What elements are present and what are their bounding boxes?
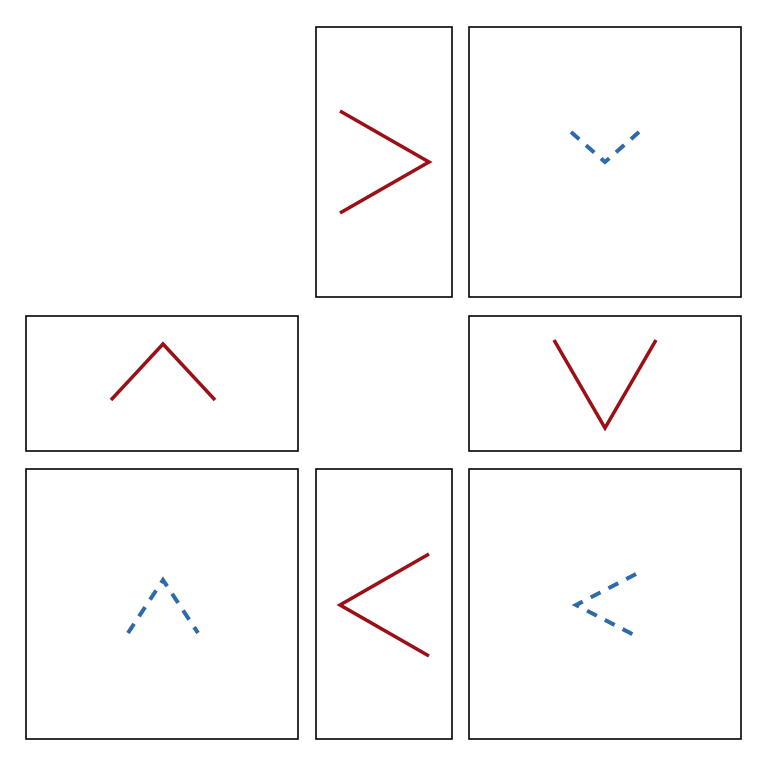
panel-middle-right xyxy=(468,315,742,452)
panel-frame xyxy=(315,468,453,740)
chevron-up-icon xyxy=(109,341,217,402)
chevron-down-icon xyxy=(569,130,641,165)
panel-top-middle xyxy=(315,26,453,298)
panel-bottom-right xyxy=(468,468,742,740)
panel-frame xyxy=(315,26,453,298)
chevron-down-icon xyxy=(552,339,658,432)
panel-bottom-left xyxy=(25,468,299,740)
panel-top-right xyxy=(468,26,742,298)
panel-frame xyxy=(468,315,742,452)
chevron-left-icon xyxy=(571,572,637,638)
chevron-left-icon xyxy=(336,552,430,658)
panel-frame xyxy=(468,26,742,298)
panel-frame xyxy=(468,468,742,740)
chevron-up-icon xyxy=(126,576,200,635)
panel-frame xyxy=(25,315,299,452)
panel-middle-left xyxy=(25,315,299,452)
panel-bottom-middle xyxy=(315,468,453,740)
panel-frame xyxy=(25,468,299,740)
chevron-right-icon xyxy=(339,109,433,215)
